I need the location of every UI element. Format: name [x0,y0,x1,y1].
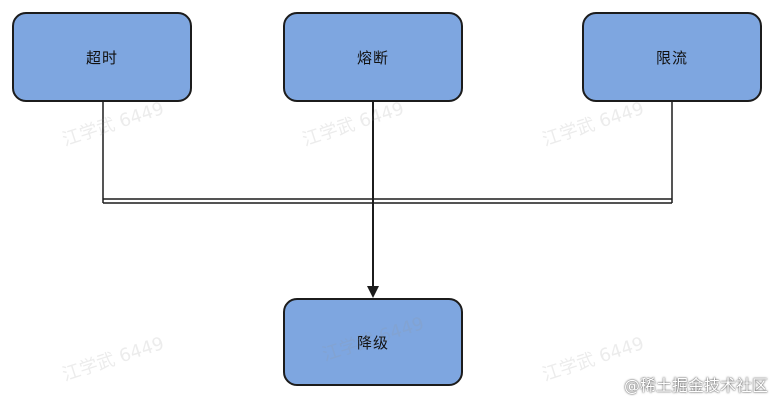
node-label-timeout: 超时 [85,48,118,67]
node-timeout[interactable]: 超时 [12,12,192,102]
node-label-degrade: 降级 [356,333,389,352]
node-rate-limit[interactable]: 限流 [582,12,762,102]
node-label-rate-limit: 限流 [655,48,688,67]
arrowhead-icon [367,286,379,298]
source-credit: @稀土掘金技术社区 [623,376,768,395]
node-label-circuit-breaker: 熔断 [356,48,389,67]
node-circuit-breaker[interactable]: 熔断 [283,12,463,102]
node-degrade[interactable]: 降级 [283,298,463,386]
